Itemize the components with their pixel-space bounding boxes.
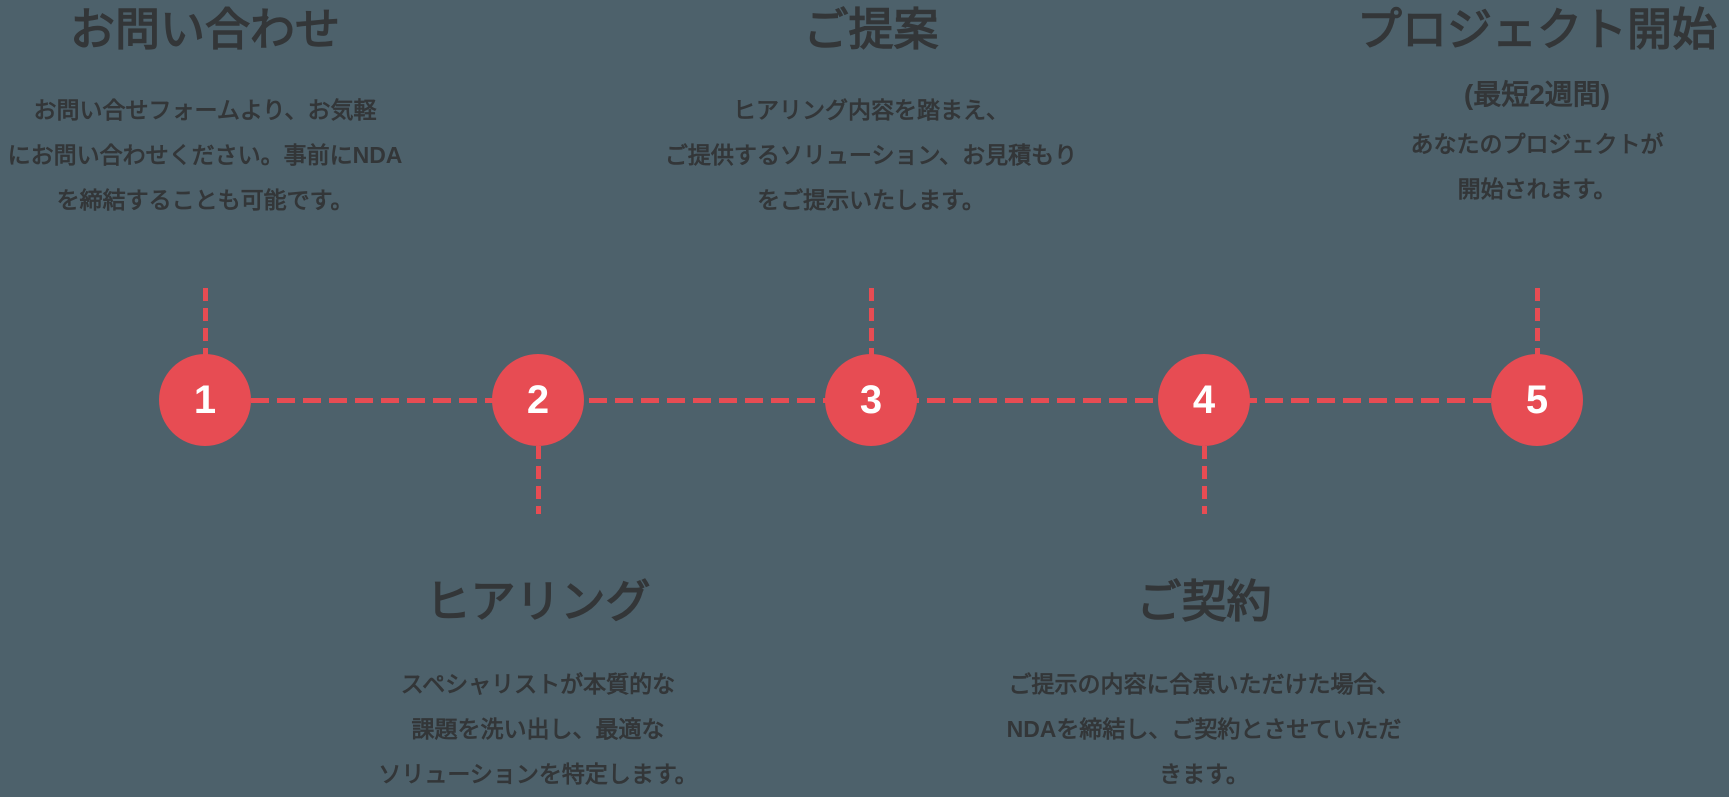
step-1-marker: 1 <box>159 354 251 446</box>
step-1-connector <box>203 288 208 355</box>
step-3-block: ご提案 ヒアリング内容を踏まえ、 ご提供するソリューション、お見積もり をご提示… <box>631 0 1111 223</box>
step-1-number: 1 <box>193 378 217 422</box>
step-2-block: ヒアリング スペシャリストが本質的な 課題を洗い出し、最適な ソリューションを特… <box>298 576 778 797</box>
step-3-title: ご提案 <box>803 4 939 55</box>
step-2-description: スペシャリストが本質的な 課題を洗い出し、最適な ソリューションを特定します。 <box>378 671 698 787</box>
step-4-connector <box>1202 446 1207 514</box>
step-2-marker: 2 <box>492 354 584 446</box>
step-4-number: 4 <box>1192 378 1216 422</box>
step-1-block: お問い合わせ お問い合せフォームより、お気軽 にお問い合わせください。事前にND… <box>0 0 445 223</box>
step-5-description: あなたのプロジェクトが 開始されます。 <box>1410 131 1664 202</box>
step-3-description: ヒアリング内容を踏まえ、 ご提供するソリューション、お見積もり をご提示いたしま… <box>664 97 1078 213</box>
step-4-marker: 4 <box>1158 354 1250 446</box>
step-3-connector <box>869 288 874 355</box>
step-3-number: 3 <box>859 378 883 422</box>
step-4-block: ご契約 ご提示の内容に合意いただけた場合、 NDAを締結し、ご契約とさせていただ… <box>964 576 1444 797</box>
step-4-description: ご提示の内容に合意いただけた場合、 NDAを締結し、ご契約とさせていただ きます… <box>1006 671 1402 787</box>
step-2-connector <box>536 446 541 514</box>
step-5-block: プロジェクト開始 (最短2週間) あなたのプロジェクトが 開始されます。 <box>1297 0 1729 212</box>
step-1-description: お問い合せフォームより、お気軽 にお問い合わせください。事前にNDA を締結する… <box>7 97 403 213</box>
step-3-marker: 3 <box>825 354 917 446</box>
step-5-subtitle: (最短2週間) <box>1463 79 1611 110</box>
step-5-title: プロジェクト開始 <box>1356 4 1717 55</box>
step-2-title: ヒアリング <box>425 576 651 627</box>
step-4-title: ご契約 <box>1136 576 1272 627</box>
step-1-title: お問い合わせ <box>69 4 340 55</box>
step-5-number: 5 <box>1525 378 1549 422</box>
step-5-connector <box>1535 288 1540 355</box>
step-2-number: 2 <box>526 378 550 422</box>
step-5-marker: 5 <box>1491 354 1583 446</box>
